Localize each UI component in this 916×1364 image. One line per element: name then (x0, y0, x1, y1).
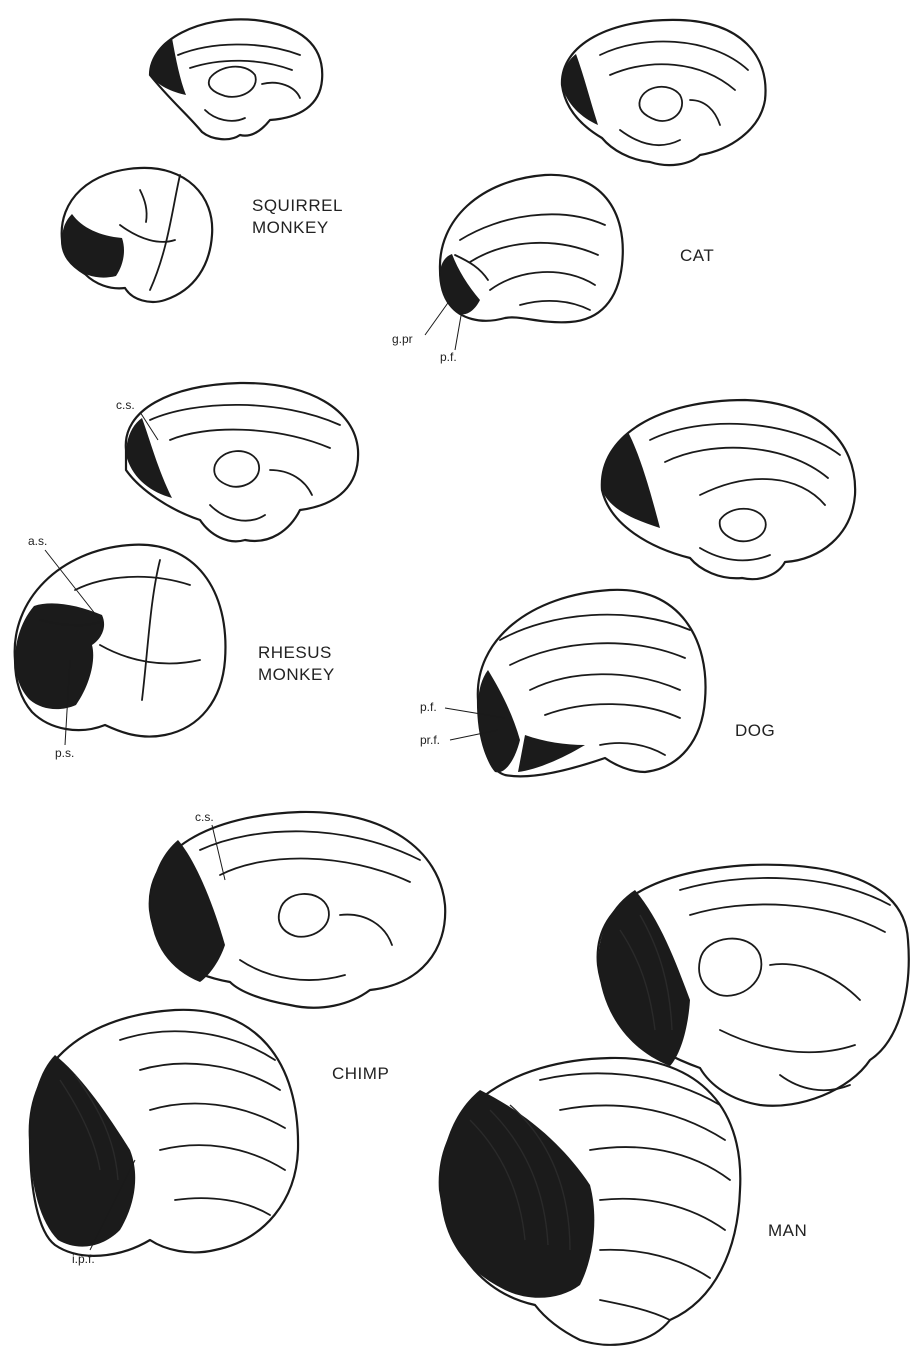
cat-label: CAT (680, 245, 714, 267)
cat-gpr-leader (425, 300, 450, 335)
chimp-lateral-brain (30, 1010, 298, 1256)
rhesus-monkey-medial-brain (126, 383, 358, 541)
squirrel-monkey-label-line2: MONKEY (252, 217, 343, 239)
dog-label: DOG (735, 720, 775, 742)
rhesus-monkey-label: RHESUS MONKEY (258, 642, 335, 686)
rhesus-as-annotation: a.s. (28, 534, 47, 548)
rhesus-monkey-lateral-brain (15, 545, 226, 737)
squirrel-monkey-lateral-brain (62, 168, 213, 302)
rhesus-monkey-label-line1: RHESUS (258, 642, 335, 664)
chimp-cs-annotation: c.s. (195, 810, 214, 824)
squirrel-monkey-label-line1: SQUIRREL (252, 195, 343, 217)
chimp-medial-brain (150, 812, 445, 1008)
dog-lateral-brain (478, 590, 706, 777)
rhesus-monkey-label-line2: MONKEY (258, 664, 335, 686)
cat-medial-brain (562, 20, 766, 165)
cat-pf-annotation: p.f. (440, 350, 457, 364)
dog-medial-brain (602, 400, 855, 579)
squirrel-monkey-medial-brain (150, 19, 322, 139)
chimp-ipf-annotation: i.p.f. (72, 1252, 95, 1266)
man-label: MAN (768, 1220, 807, 1242)
rhesus-ps-annotation: p.s. (55, 746, 74, 760)
squirrel-monkey-label: SQUIRREL MONKEY (252, 195, 343, 239)
cat-gpr-annotation: g.pr (392, 332, 413, 346)
rhesus-cs-annotation: c.s. (116, 398, 135, 412)
cat-pf-leader (455, 310, 462, 350)
man-lateral-brain (440, 1058, 741, 1345)
dog-pf-annotation: p.f. (420, 700, 437, 714)
cat-lateral-brain (440, 175, 623, 322)
dog-prf-annotation: pr.f. (420, 733, 440, 747)
chimp-label: CHIMP (332, 1063, 389, 1085)
